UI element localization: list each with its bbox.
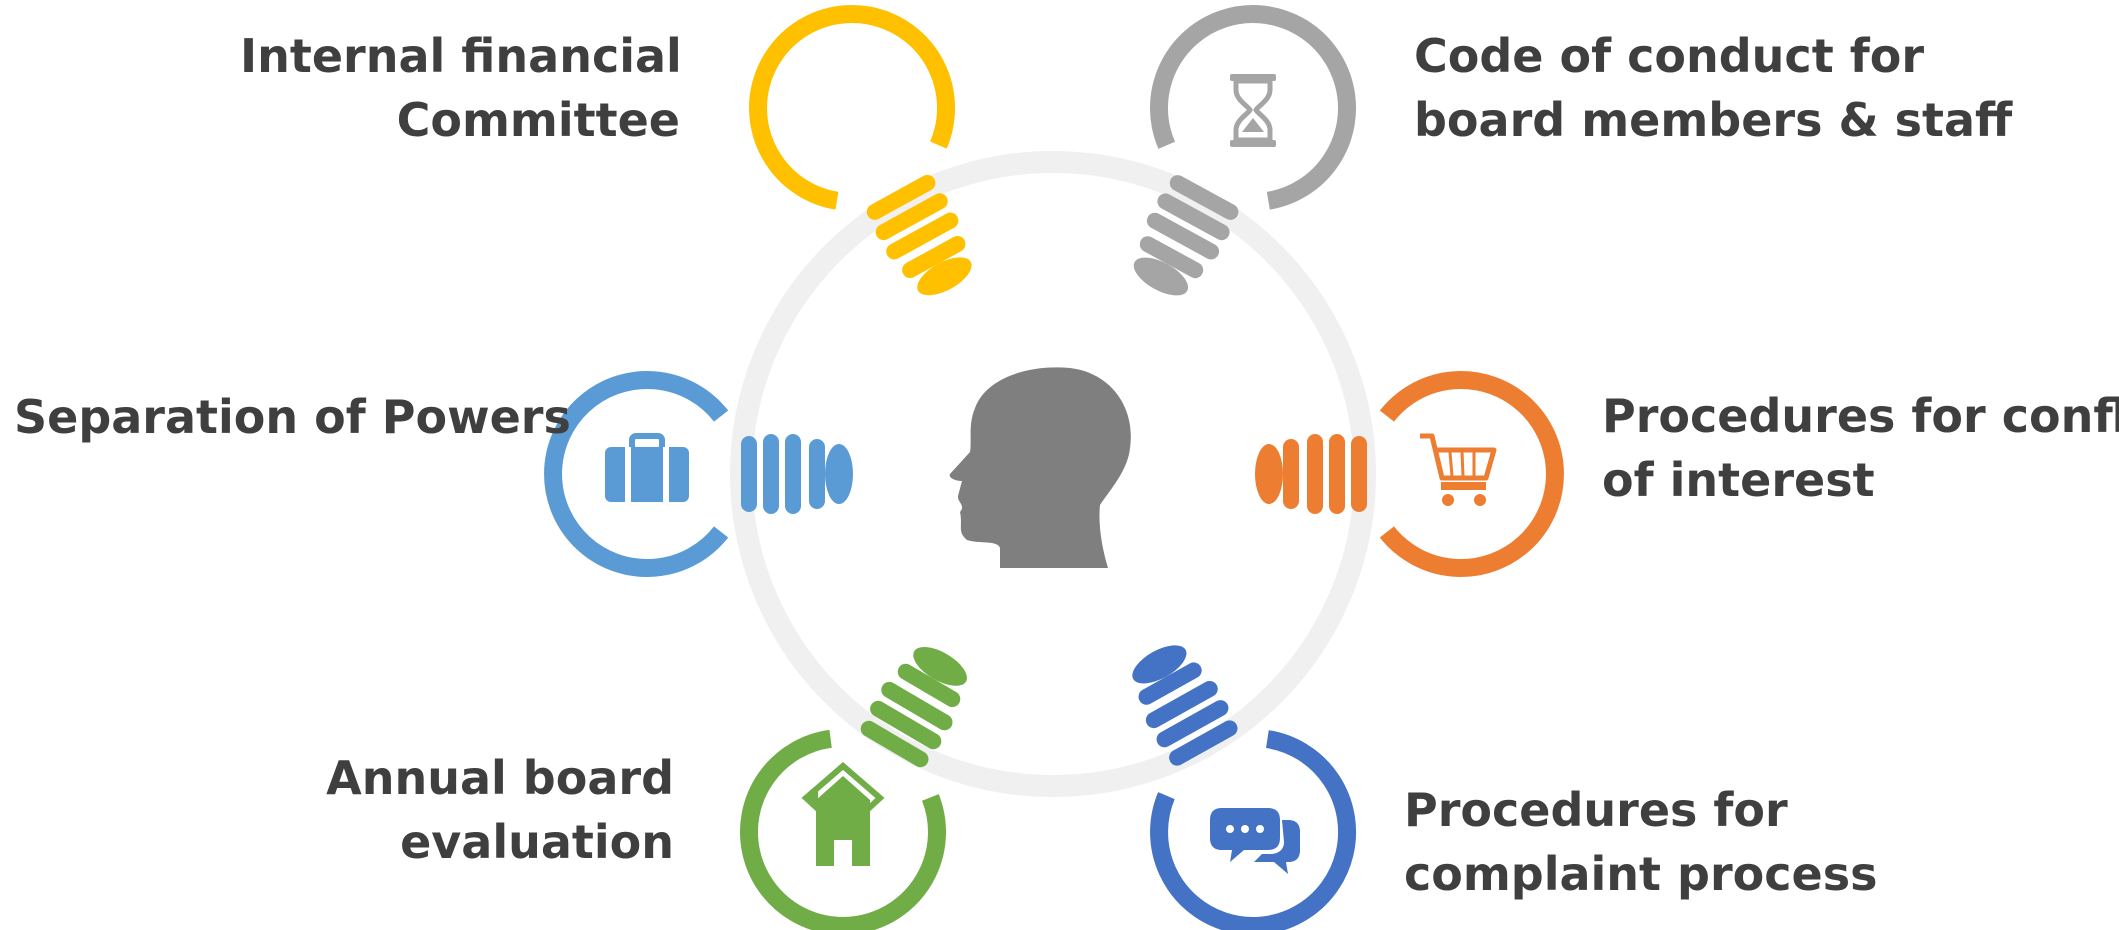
bulb-code-of-conduct [1133,5,1356,296]
bulb-base-stripe [875,193,948,241]
bulb-annual-board-evaluation [740,647,967,930]
bulb-base-stripe [763,434,779,514]
label-line: Code of conduct for [1414,29,1924,83]
bulb-base-tip [1132,645,1187,684]
hourglass-icon [1230,74,1276,147]
bulb-glass-ring [749,5,955,210]
bulb-base-stripe [860,720,929,768]
label-line: of interest [1602,453,1875,507]
shopping-cart-icon [1420,433,1497,506]
bulb-base-stripe [1329,434,1345,514]
label-line: Separation of Powers [14,390,571,444]
label-line: board members & staff [1414,93,2013,147]
bulb-glass-ring [1379,371,1564,577]
bulb-base-tip [825,444,853,504]
bulb-base-stripe [1138,662,1202,705]
bulb-complaint-process [1132,645,1357,930]
bulb-glass-ring [1150,5,1356,210]
bulb-base-stripe [1351,436,1367,512]
label-line: Annual board [326,751,674,805]
bulb-base-stripe [1169,175,1239,220]
bulb-base-stripe [809,439,825,509]
bulb-base-stripe [881,681,953,731]
bulb-separation-of-powers [544,371,853,577]
label-line: Procedures for conflict [1602,389,2119,443]
bulb-base-stripe [897,663,961,708]
bulb-base-stripe [902,235,966,279]
bulb-base-stripe [1139,236,1204,279]
bulb-base-stripe [1157,193,1230,241]
house-icon [801,762,885,866]
briefcase-icon [605,433,689,502]
label-line: Committee [396,93,680,147]
label-separation-of-powers: Separation of Powers [14,385,571,449]
label-complaint-process: Procedures for complaint process [1404,778,1878,906]
bulb-base-stripe [1307,434,1323,514]
label-line: Procedures for [1404,783,1788,837]
bulb-base-stripe [886,212,959,260]
label-annual-board-evaluation: Annual board evaluation [270,746,674,874]
bulb-conflict-of-interest [1255,371,1564,577]
label-line: complaint process [1404,847,1878,901]
bulb-base-stripe [1146,212,1220,260]
bulb-base-tip [1133,257,1189,296]
label-conflict-of-interest: Procedures for conflict of interest [1602,384,2119,512]
bulb-base-stripe [1145,680,1218,729]
label-internal-financial-committee: Internal financial Committee [240,24,682,152]
bulb-base-stripe [785,434,801,514]
bulb-glass-ring [1150,730,1357,930]
bulb-base-tip [1255,444,1283,504]
bulb-base-stripe [1156,700,1229,748]
label-line: evaluation [400,815,674,869]
bulb-glass-ring [544,371,729,577]
bulb-glass-ring [740,729,946,930]
chat-bubbles-icon [1210,808,1300,874]
bulb-base-tip [917,257,972,296]
label-code-of-conduct: Code of conduct for board members & staf… [1414,24,2012,152]
bulb-base-stripe [866,174,936,220]
bulb-base-stripe [1283,439,1299,509]
bulb-base-stripe [870,700,942,750]
bulb-base-stripe [741,436,757,512]
label-line: Internal financial [240,29,682,83]
human-head-icon [949,367,1131,568]
bulb-internal-financial-committee [749,5,972,296]
bulb-base-stripe [1169,720,1238,766]
bulb-base-tip [913,647,967,686]
